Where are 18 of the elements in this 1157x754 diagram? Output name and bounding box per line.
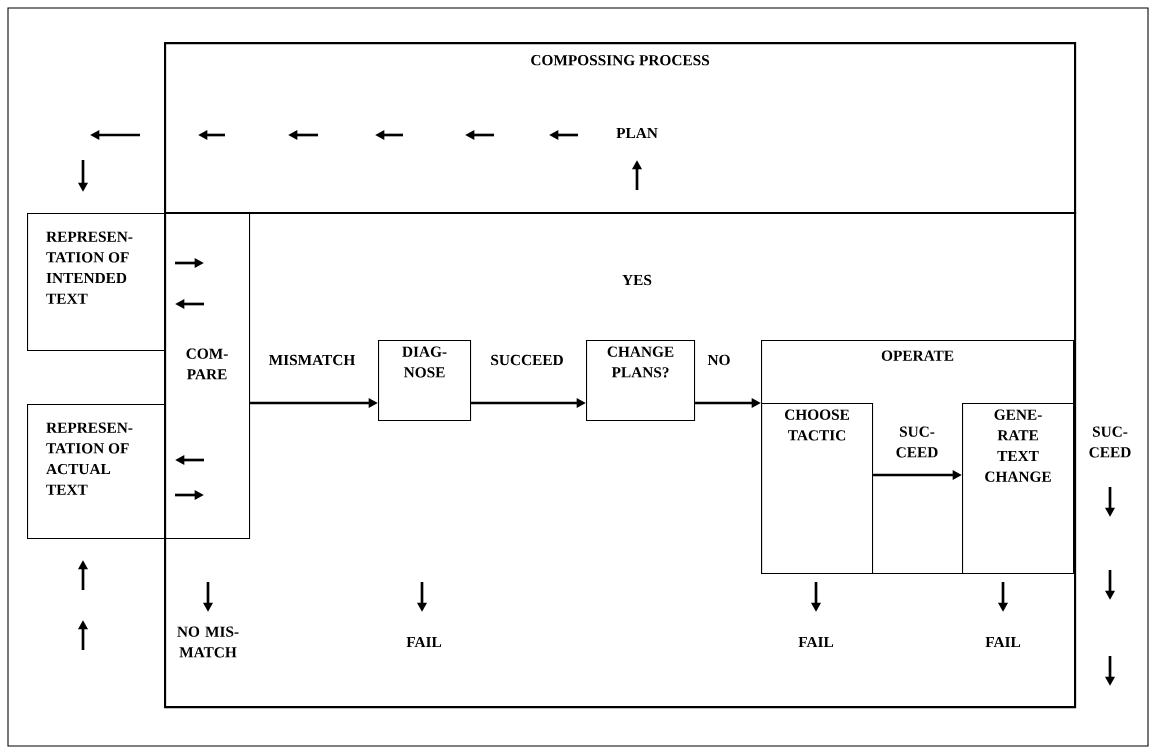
process-box: CHOOSE TACTIC bbox=[761, 403, 874, 575]
representation-box: REPRESEN- TATION OF ACTUAL TEXT bbox=[27, 404, 166, 540]
flow-label: SUC- CEED bbox=[1089, 426, 1131, 458]
flow-label: FAIL bbox=[985, 636, 1021, 648]
compare-box: COM- PARE bbox=[164, 213, 251, 540]
flow-label: YES bbox=[622, 274, 652, 286]
flow-label: FAIL bbox=[406, 636, 442, 648]
decision-box: CHANGE PLANS? bbox=[586, 340, 696, 422]
edge-label: NO bbox=[707, 354, 730, 366]
process-box: DIAG- NOSE bbox=[378, 340, 472, 422]
flow-label: NO MIS- MATCH bbox=[177, 626, 239, 658]
flow-label: FAIL bbox=[798, 636, 834, 648]
flow-label: PLAN bbox=[616, 127, 658, 139]
edge-label: SUCCEED bbox=[491, 354, 563, 366]
representation-box: REPRESEN- TATION OF INTENDED TEXT bbox=[27, 213, 166, 352]
process-box: GENE- RATE TEXT CHANGE bbox=[962, 403, 1075, 575]
edge-label: SUC- CEED bbox=[896, 426, 938, 458]
edge-label: MISMATCH bbox=[268, 354, 356, 366]
